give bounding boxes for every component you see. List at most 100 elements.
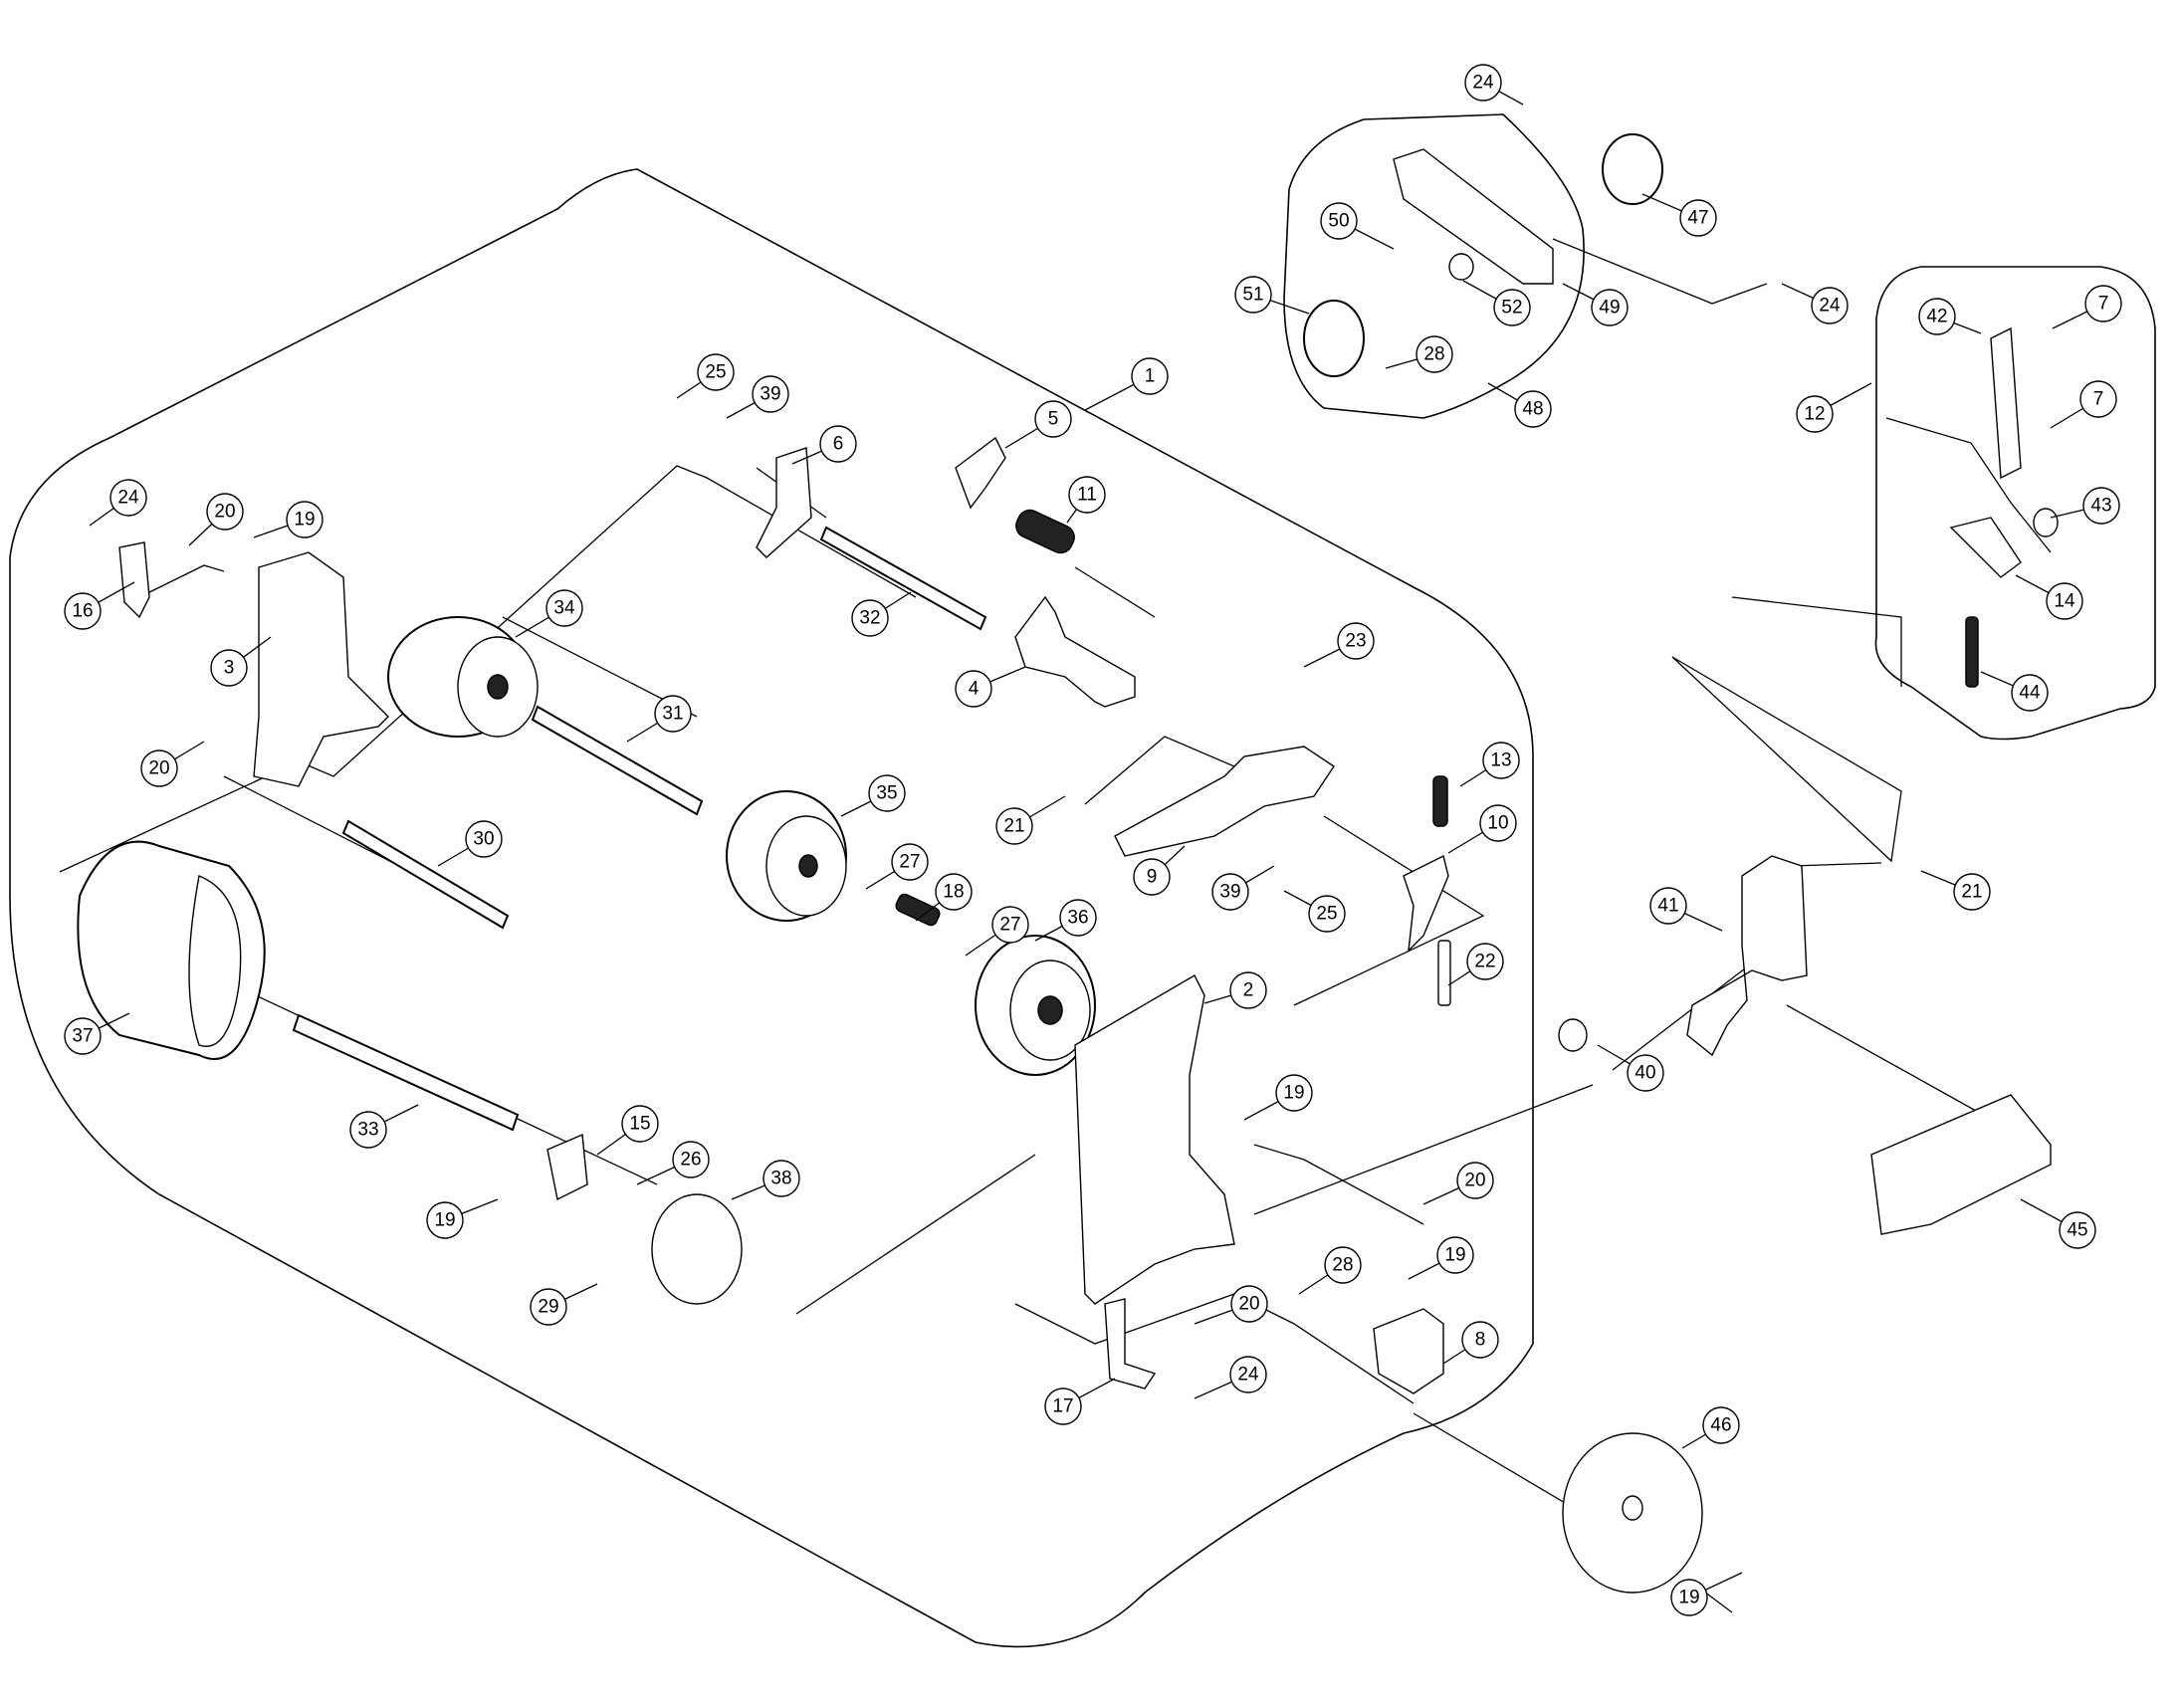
callout-38: 38	[731, 1160, 800, 1200]
callout-number: 36	[1067, 908, 1088, 929]
callout-circle	[654, 695, 692, 733]
part-2-frame-plate	[1074, 974, 1235, 1305]
callout-number: 28	[1332, 1255, 1353, 1276]
callout-number: 39	[760, 384, 780, 405]
callout-circle	[2059, 1211, 2096, 1249]
callout-circle	[868, 774, 906, 812]
callout-number: 35	[876, 783, 897, 804]
callout-37: 37	[64, 1012, 130, 1055]
part-4-bracket	[1014, 595, 1136, 708]
callout-circle	[206, 493, 244, 531]
callout-circle	[1479, 804, 1517, 842]
callout-number: 6	[833, 434, 844, 455]
callout-labels: 1234567891011121314151617181920212223242…	[64, 64, 2122, 1616]
part-6-lever	[756, 447, 812, 558]
callout-25: 25	[1283, 890, 1346, 933]
callout-circle	[349, 1111, 387, 1149]
callout-number: 19	[1283, 1083, 1304, 1104]
part-37-drum	[77, 840, 266, 1060]
callout-circle	[1275, 1074, 1313, 1112]
callout-circle	[752, 375, 789, 413]
callout-number: 20	[1464, 1171, 1485, 1191]
part-17-clip	[1104, 1298, 1157, 1389]
callout-circle	[140, 749, 178, 787]
callout-number: 4	[969, 679, 980, 700]
part-49-plate	[1393, 148, 1554, 285]
callout-number: 48	[1522, 399, 1543, 420]
callout-circle	[1679, 199, 1717, 237]
callout-47: 47	[1641, 193, 1717, 237]
callout-number: 15	[629, 1114, 650, 1135]
callout-23: 23	[1303, 622, 1375, 668]
callout-28: 28	[1385, 335, 1453, 373]
callout-number: 20	[1238, 1294, 1259, 1315]
callout-24: 24	[1464, 64, 1524, 106]
callout-number: 11	[1077, 485, 1097, 506]
part-30-shaft	[341, 819, 510, 930]
callout-circle	[995, 807, 1033, 845]
callout-circle	[1337, 622, 1375, 660]
callout-number: 49	[1599, 298, 1620, 319]
callout-6: 6	[791, 425, 857, 465]
callout-circle	[1670, 1579, 1708, 1616]
callout-number: 12	[1804, 404, 1825, 425]
callout-52: 52	[1462, 280, 1531, 326]
part-32-shaft	[819, 526, 987, 631]
callout-number: 39	[1219, 882, 1240, 903]
part-5-lever	[955, 436, 1006, 510]
callout-1: 1	[1084, 357, 1169, 411]
callout-16: 16	[64, 581, 135, 630]
callout-number: 24	[1472, 73, 1494, 94]
callout-24: 24	[1194, 1356, 1267, 1399]
callout-circle	[1702, 1406, 1740, 1444]
callout-39: 39	[726, 375, 789, 419]
part-31-shaft	[531, 705, 704, 816]
callout-circle	[1627, 1054, 1664, 1092]
callout-circle	[1059, 899, 1097, 937]
callout-number: 45	[2067, 1220, 2087, 1241]
part-52-washer	[1448, 253, 1474, 281]
part-16-clip	[118, 541, 150, 619]
callout-number: 31	[662, 704, 683, 725]
callout-circle	[1133, 858, 1171, 896]
callout-number: 10	[1487, 813, 1508, 834]
callout-17: 17	[1044, 1378, 1116, 1425]
callout-number: 25	[1316, 904, 1337, 925]
callout-number: 25	[705, 362, 726, 383]
part-8-block	[1373, 1308, 1444, 1394]
part-13-spring	[1432, 775, 1448, 827]
callout-5: 5	[1004, 400, 1072, 449]
callout-circle	[1466, 943, 1504, 980]
part-38-disc	[651, 1193, 743, 1305]
callout-20: 20	[1422, 1162, 1494, 1205]
callout-circle	[1131, 357, 1169, 395]
callout-25: 25	[676, 353, 735, 399]
callout-20: 20	[188, 493, 244, 546]
callout-46: 46	[1681, 1406, 1740, 1449]
callout-number: 37	[72, 1026, 93, 1047]
subassembly-48-boundary	[1283, 113, 1585, 419]
callout-29: 29	[530, 1283, 598, 1326]
callout-8: 8	[1442, 1321, 1499, 1365]
callout-24: 24	[1781, 283, 1849, 324]
callout-12: 12	[1796, 382, 1872, 433]
callout-number: 27	[999, 915, 1020, 936]
callout-number: 21	[1961, 882, 1982, 903]
callout-4: 4	[955, 666, 1026, 708]
callout-number: 27	[899, 852, 920, 873]
callout-11: 11	[1066, 476, 1106, 524]
callout-43: 43	[2050, 487, 2120, 525]
callout-10: 10	[1447, 804, 1517, 854]
callout-circle	[1320, 202, 1358, 240]
callout-number: 18	[943, 882, 964, 903]
part-3-bracket	[253, 551, 389, 787]
callout-49: 49	[1562, 283, 1629, 326]
part-46-disc	[1562, 1432, 1703, 1594]
callout-number: 46	[1710, 1415, 1731, 1436]
callout-circle	[1308, 895, 1346, 933]
callout-circle	[286, 501, 324, 538]
callout-number: 9	[1147, 867, 1158, 888]
callout-circle	[1649, 887, 1687, 925]
main-assembly-boundary	[9, 168, 1534, 1648]
part-35-gear	[726, 790, 847, 922]
